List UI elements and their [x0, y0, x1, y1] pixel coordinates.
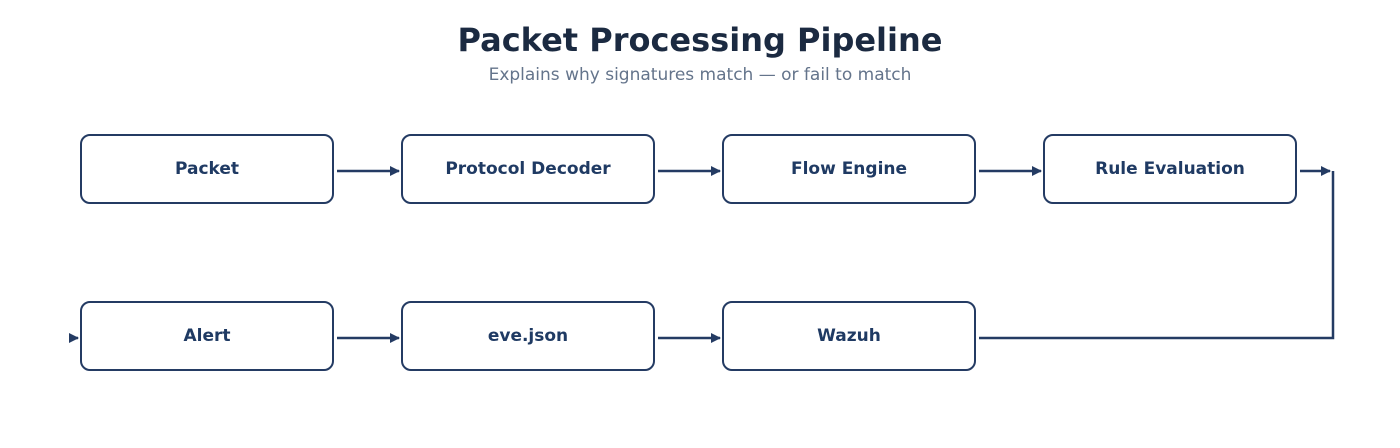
- node-alert: Alert: [80, 301, 334, 371]
- node-protocol-decoder: Protocol Decoder: [401, 134, 655, 204]
- edge-wazuh-return-path: [979, 171, 1335, 340]
- node-packet: Packet: [80, 134, 334, 204]
- node-rule-evaluation: Rule Evaluation: [1043, 134, 1297, 204]
- node-flow-engine: Flow Engine: [722, 134, 976, 204]
- node-wazuh: Wazuh: [722, 301, 976, 371]
- diagram-title: Packet Processing Pipeline: [457, 21, 943, 59]
- diagram-subtitle: Explains why signatures match — or fail …: [488, 65, 912, 85]
- node-eve-json: eve.json: [401, 301, 655, 371]
